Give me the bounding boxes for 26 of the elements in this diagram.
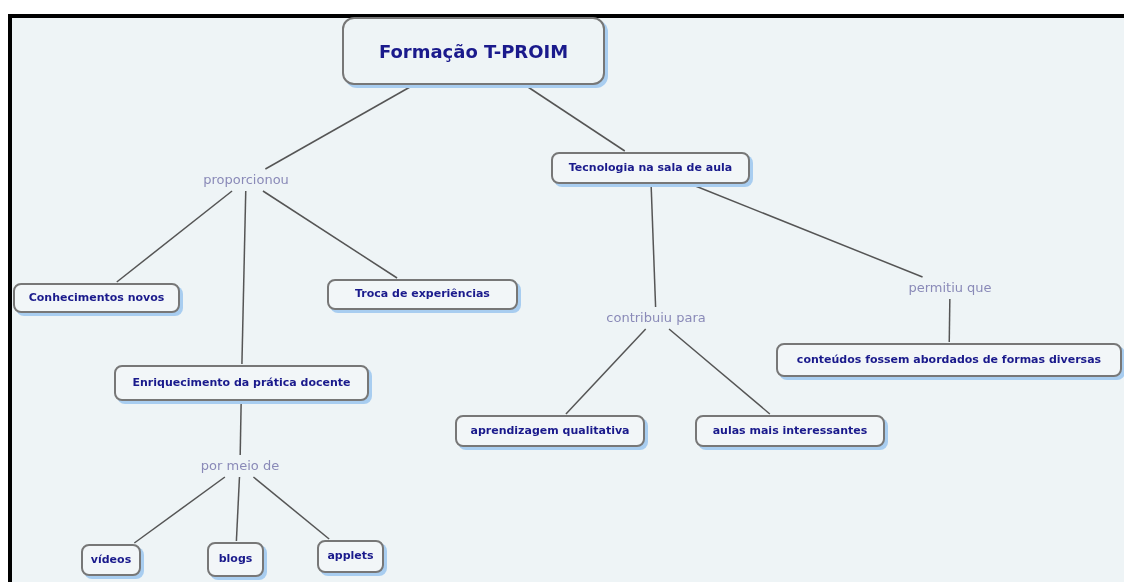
concept-box: applets: [317, 540, 384, 573]
connector-line: [241, 190, 247, 365]
linking-phrase: permitiu que: [892, 278, 1008, 298]
linking-phrase: contribuiu para: [592, 308, 720, 328]
linking-phrase: proporcionou: [190, 170, 302, 190]
concept-box: vídeos: [81, 544, 141, 576]
concept-box: aulas mais interessantes: [695, 415, 885, 447]
connector-line: [565, 328, 647, 415]
concept-box: Troca de experiências: [327, 279, 518, 310]
connector-line: [668, 328, 771, 415]
connector-line: [252, 476, 330, 540]
concept-box: Conhecimentos novos: [13, 283, 180, 313]
title-box: Formação T-PROIM: [342, 17, 605, 85]
connector-line: [235, 476, 241, 542]
connector-line: [650, 184, 657, 308]
connector-line: [948, 298, 951, 343]
connector-line: [116, 190, 233, 283]
connector-line: [133, 476, 226, 544]
connector-line: [239, 401, 242, 456]
linking-phrase: por meio de: [185, 456, 295, 476]
concept-box: Enriquecimento da prática docente: [114, 365, 369, 401]
connector-line: [262, 190, 398, 279]
concept-box: blogs: [207, 542, 264, 577]
concept-box: conteúdos fossem abordados de formas diversas: [776, 343, 1122, 377]
concept-box: Tecnologia na sala de aula: [551, 152, 750, 184]
concept-box: aprendizagem qualitativa: [455, 415, 645, 447]
